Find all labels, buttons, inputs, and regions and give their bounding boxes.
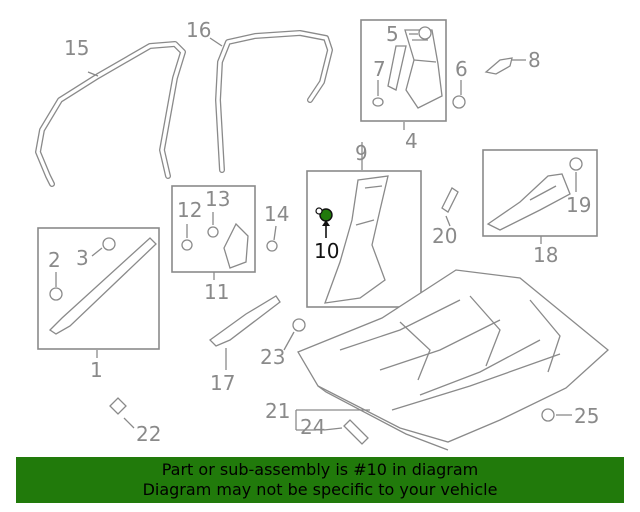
pillar-trim-b [387, 29, 443, 109]
clip-14 [266, 225, 278, 252]
clip-19 [569, 157, 583, 192]
box-1 [37, 227, 160, 350]
parts-diagram: 15 16 5 6 7 4 8 9 [35, 18, 609, 451]
callout-2: 2 [48, 248, 61, 272]
callout-7: 7 [373, 57, 386, 81]
floor-carpet-21 [297, 269, 609, 451]
clip-10-highlighted [315, 207, 333, 238]
rear-trim-18 [486, 173, 571, 231]
callout-14: 14 [264, 202, 289, 226]
bracket-20 [441, 187, 459, 213]
weatherstrip-front [35, 41, 186, 187]
callout-4: 4 [405, 129, 418, 153]
callout-3: 3 [76, 246, 89, 270]
clip-6 [452, 80, 466, 109]
notice-line-2: Diagram may not be specific to your vehi… [142, 480, 498, 499]
clip-3 [91, 237, 116, 257]
callout-13: 13 [205, 187, 230, 211]
callout-10: 10 [314, 239, 339, 263]
notice-banner: Part or sub-assembly is #10 in diagram D… [16, 457, 624, 503]
scuff-plate-17 [209, 295, 281, 347]
clip-2 [49, 272, 63, 301]
box-9 [306, 170, 422, 308]
callout-5: 5 [386, 22, 399, 46]
pillar-trim-center [324, 175, 389, 304]
weatherstrip-rear [209, 30, 333, 173]
sill-trim-1 [48, 237, 157, 335]
callout-1: 1 [90, 358, 103, 382]
callout-12: 12 [177, 198, 202, 222]
callout-16: 16 [186, 18, 211, 42]
callout-19: 19 [566, 193, 591, 217]
box-18 [482, 149, 598, 237]
clip-23 [283, 318, 306, 351]
callout-22: 22 [136, 422, 161, 446]
strip-24 [343, 419, 369, 445]
clip-13 [207, 212, 219, 238]
clip-7 [372, 80, 384, 107]
clip-12 [181, 224, 193, 251]
bracket-8 [484, 57, 513, 75]
notice-line-1: Part or sub-assembly is #10 in diagram [161, 460, 479, 479]
box-4 [360, 19, 447, 122]
callout-25: 25 [574, 404, 599, 428]
callout-21: 21 [265, 399, 290, 423]
callout-20: 20 [432, 224, 457, 248]
clip-22 [109, 397, 135, 429]
callout-23: 23 [260, 345, 285, 369]
bracket-11 [223, 222, 249, 269]
callout-24: 24 [300, 415, 325, 439]
clip-5 [409, 26, 432, 40]
callout-17: 17 [210, 371, 235, 395]
clip-25 [541, 408, 572, 422]
callout-6: 6 [455, 57, 468, 81]
callout-9: 9 [355, 141, 368, 165]
callout-11: 11 [204, 280, 229, 304]
callout-8: 8 [528, 48, 541, 72]
callout-18: 18 [533, 243, 558, 267]
callout-15: 15 [64, 36, 89, 60]
